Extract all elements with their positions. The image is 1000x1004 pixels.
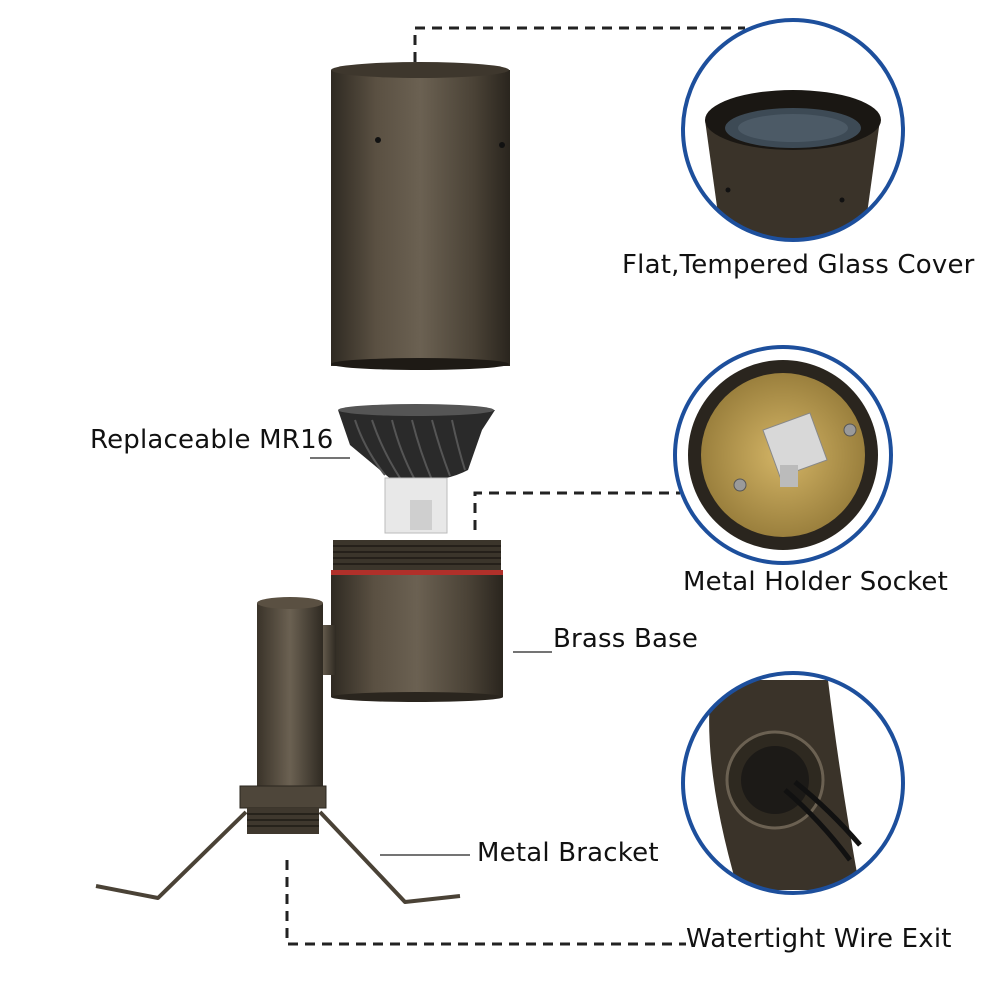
brass-base <box>331 540 503 702</box>
solid-leaders <box>310 457 552 856</box>
label-mr16: Replaceable MR16 <box>90 425 334 455</box>
label-glass-cover: Flat,Tempered Glass Cover <box>622 250 975 280</box>
wire-exit-detail <box>681 671 905 895</box>
cylinder-shroud <box>331 62 510 370</box>
mr16-bulb <box>338 404 495 534</box>
dashed-leaders <box>285 26 745 946</box>
label-holder-socket: Metal Holder Socket <box>683 567 949 597</box>
label-metal-bracket: Metal Bracket <box>477 838 659 868</box>
metal-bracket <box>95 810 461 904</box>
socket-detail <box>673 345 893 565</box>
mounting-stem <box>239 597 336 834</box>
label-wire-exit: Watertight Wire Exit <box>686 924 952 954</box>
shroud-detail <box>681 18 905 242</box>
label-brass-base: Brass Base <box>553 624 699 654</box>
